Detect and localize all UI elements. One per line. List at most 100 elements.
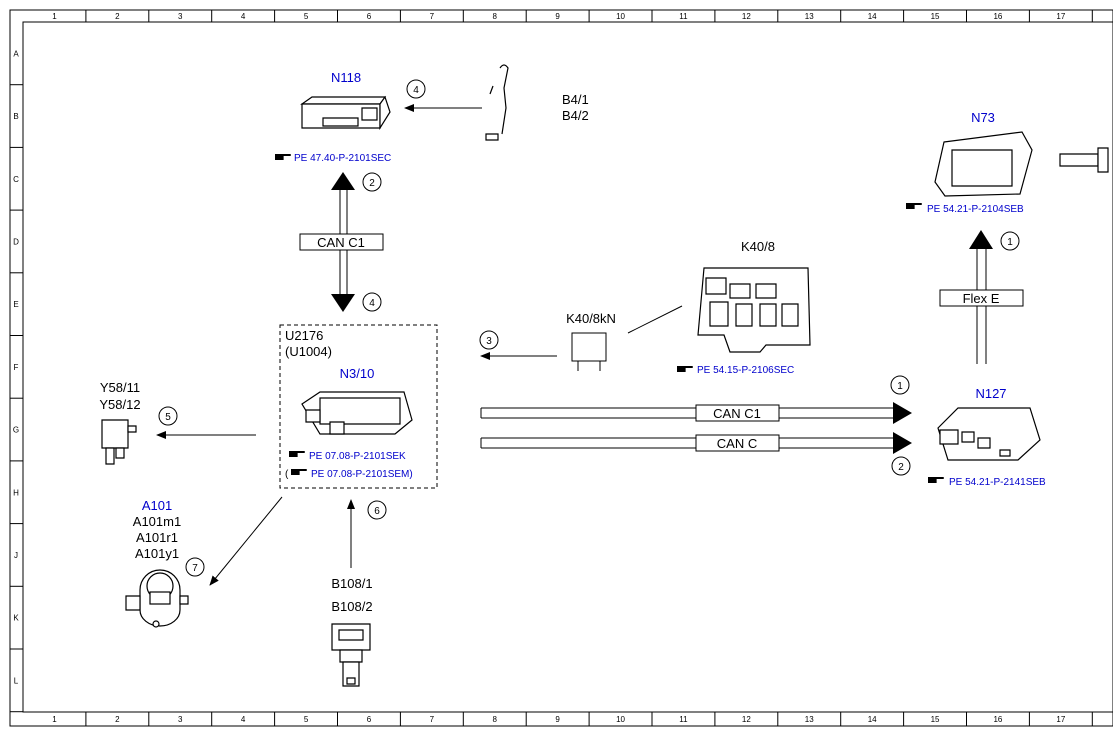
n73-module: N73 PE 54.21-P-2104SEB bbox=[906, 110, 1109, 215]
grid-column-label: 9 bbox=[555, 715, 560, 724]
arrow-control-to-a101 bbox=[209, 496, 283, 586]
grid-column-label: 10 bbox=[616, 715, 625, 724]
grid-column-label: 14 bbox=[868, 12, 877, 21]
a101-line1: A101m1 bbox=[133, 514, 181, 529]
pointing-hand-icon bbox=[906, 202, 922, 210]
svg-text:1: 1 bbox=[897, 381, 903, 392]
grid-column-label: 16 bbox=[993, 715, 1002, 724]
marker-n127-1: 1 bbox=[890, 375, 910, 395]
n127-title: N127 bbox=[975, 386, 1006, 401]
k40-8kn-relay: K40/8kN bbox=[566, 311, 616, 371]
pointing-hand-icon bbox=[291, 468, 307, 476]
grid-row-label: L bbox=[14, 676, 19, 685]
pointing-hand-icon bbox=[928, 476, 944, 484]
grid-column-label: 13 bbox=[805, 12, 814, 21]
pointing-hand-icon bbox=[289, 450, 305, 458]
grid-column-label: 2 bbox=[115, 12, 120, 21]
marker-k40: 3 bbox=[479, 330, 499, 350]
n118-ref: PE 47.40-P-2101SEC bbox=[294, 153, 391, 164]
marker-n73: 1 bbox=[1000, 231, 1020, 251]
grid-column-label: 13 bbox=[805, 715, 814, 724]
control-unit-ref1: PE 07.08-P-2101SEK bbox=[309, 451, 406, 462]
a101-line3: A101y1 bbox=[135, 546, 179, 561]
k40-8-ref: PE 54.15-P-2106SEC bbox=[697, 365, 794, 376]
marker-n127-2: 2 bbox=[891, 456, 911, 476]
grid-column-label: 17 bbox=[1056, 715, 1065, 724]
n73-ref: PE 54.21-P-2104SEB bbox=[927, 204, 1024, 215]
k40-8kn-leader-line bbox=[627, 305, 683, 334]
grid-column-label: 3 bbox=[178, 12, 183, 21]
b4-line1: B4/1 bbox=[562, 92, 589, 107]
marker-n118: 4 bbox=[406, 79, 426, 99]
y58-line2: Y58/12 bbox=[99, 397, 140, 412]
k40-8kn-title: K40/8kN bbox=[566, 311, 616, 326]
grid-row-label: K bbox=[13, 614, 19, 623]
marker-b108: 6 bbox=[367, 500, 387, 520]
grid-column-label: 4 bbox=[241, 715, 246, 724]
svg-text:2: 2 bbox=[898, 462, 904, 473]
y58-line1: Y58/11 bbox=[100, 380, 140, 395]
pressure-sensor-icon bbox=[331, 623, 371, 687]
control-unit-title: N3/10 bbox=[340, 366, 375, 381]
can-c1-horizontal-bus: CAN C1 bbox=[480, 402, 912, 424]
k40-8-fuse-box: K40/8 PE 54.15-P-2106SEC bbox=[677, 239, 811, 376]
can-c-bus: CAN C bbox=[480, 432, 912, 454]
svg-text:1: 1 bbox=[1007, 237, 1013, 248]
grid-column-label: 4 bbox=[241, 12, 246, 21]
a101-title: A101 bbox=[142, 498, 172, 513]
grid-row-label: H bbox=[13, 488, 19, 497]
can-c1-vertical-bus: CAN C1 bbox=[299, 172, 384, 312]
grid-row-label: A bbox=[13, 49, 19, 58]
marker-can-up: 2 bbox=[362, 172, 382, 192]
svg-text:3: 3 bbox=[486, 336, 492, 347]
can-c-label: CAN C bbox=[717, 436, 757, 451]
fuel-sensor-icon bbox=[485, 64, 509, 141]
svg-text:4: 4 bbox=[413, 85, 419, 96]
control-unit-line2: (U1004) bbox=[285, 344, 332, 359]
marker-can-down: 4 bbox=[362, 292, 382, 312]
grid-column-label: 8 bbox=[493, 12, 498, 21]
ecu-icon bbox=[301, 391, 413, 435]
grid-column-label: 12 bbox=[742, 12, 751, 21]
grid-column-label: 6 bbox=[367, 715, 372, 724]
svg-text:5: 5 bbox=[165, 412, 171, 423]
grid-column-label: 17 bbox=[1056, 12, 1065, 21]
control-unit-line1: U2176 bbox=[285, 328, 323, 343]
module-icon bbox=[937, 407, 1041, 461]
grid-column-label: 5 bbox=[304, 715, 309, 724]
grid-column-label: 16 bbox=[993, 12, 1002, 21]
grid-column-label: 12 bbox=[742, 715, 751, 724]
grid-frame bbox=[9, 9, 1113, 727]
grid-column-label: 3 bbox=[178, 715, 183, 724]
grid-column-label: 7 bbox=[430, 715, 435, 724]
flex-e-label: Flex E bbox=[963, 291, 1000, 306]
svg-text:6: 6 bbox=[374, 506, 380, 517]
grid-row-label: G bbox=[13, 426, 19, 435]
a101-throttle: A101 A101m1 A101r1 A101y1 bbox=[125, 498, 189, 628]
grid-column-label: 11 bbox=[679, 12, 688, 21]
grid-column-label: 10 bbox=[616, 12, 625, 21]
n73-title: N73 bbox=[971, 110, 995, 125]
grid-column-label: 1 bbox=[52, 715, 57, 724]
grid-row-label: E bbox=[13, 300, 18, 309]
svg-text:2: 2 bbox=[369, 178, 375, 189]
grid-row-label: C bbox=[13, 175, 19, 184]
grid-column-label: 11 bbox=[679, 715, 688, 724]
grid-column-label: 2 bbox=[115, 715, 120, 724]
throttle-icon bbox=[125, 569, 189, 628]
grid-column-label: 1 bbox=[52, 12, 57, 21]
grid-column-label: 14 bbox=[868, 715, 877, 724]
grid-row-label: D bbox=[13, 237, 19, 246]
grid-row-label: F bbox=[14, 363, 19, 372]
can-c1-vertical-label: CAN C1 bbox=[317, 235, 365, 250]
grid-column-label: 9 bbox=[555, 12, 560, 21]
can-c1-horizontal-label: CAN C1 bbox=[713, 406, 761, 421]
grid-row-label: B bbox=[13, 112, 18, 121]
grid-column-label: 15 bbox=[931, 12, 940, 21]
grid-column-label: 5 bbox=[304, 12, 309, 21]
grid-column-label: 8 bbox=[493, 715, 498, 724]
